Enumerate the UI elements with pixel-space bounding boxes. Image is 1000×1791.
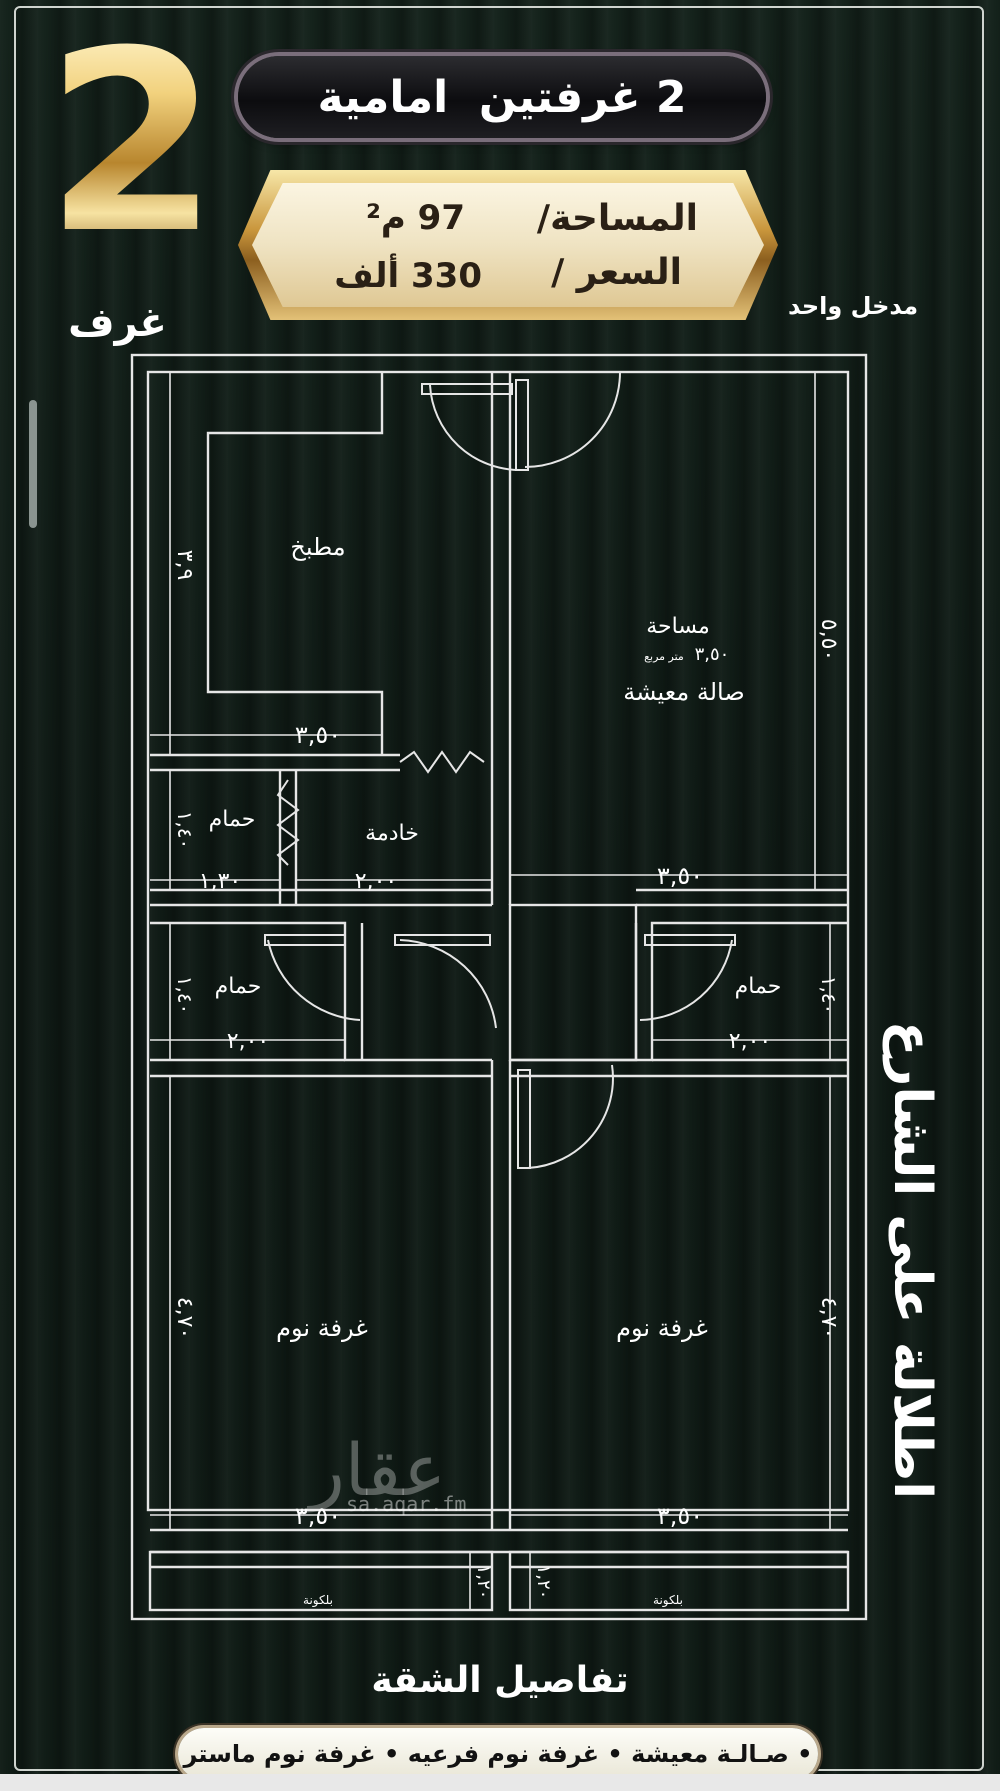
plan-walls	[130, 353, 868, 1621]
entrance-note: مدخل واحد	[788, 292, 919, 320]
kitchen-width: ٣,٥٠	[295, 721, 341, 749]
living-width: ٣,٥٠	[657, 862, 703, 890]
right-balcony-label: بلكونة	[653, 1593, 683, 1608]
living-height: ٥,٥٠	[816, 619, 841, 661]
left-bath-label: حمام	[215, 974, 262, 999]
kitchen-label: مطبخ	[290, 533, 345, 561]
left-bed-height: ٤,٧٠	[172, 1297, 197, 1339]
service-bath-height: ١,٤٠	[173, 811, 197, 850]
plan-doors	[264, 371, 736, 1169]
watermark-url: sa.aqar.fm	[346, 1492, 467, 1516]
area-value: 97 م²	[366, 198, 465, 238]
kitchen-height: ٣,٩	[172, 550, 197, 581]
right-balcony-depth: ١,٢٠	[533, 1565, 554, 1600]
living-area-label: مساحة	[646, 614, 710, 639]
big-number-two: 2	[45, 0, 219, 288]
living-area-value: ٣,٥٠	[695, 644, 730, 665]
details-title: تفاصيل الشقة	[371, 1660, 629, 1701]
left-bath-height: ١,٤٠	[173, 976, 197, 1015]
features-text: • صـالـة معيشة • غرفة نوم فرعيه • غرفة ن…	[183, 1740, 813, 1768]
right-bath-label: حمام	[735, 974, 782, 999]
left-bedroom-label: غرفة نوم	[276, 1314, 368, 1342]
service-bath-width: ١,٣٠	[199, 869, 241, 894]
scrollbar-thumb[interactable]	[29, 400, 37, 528]
area-label: المساحة/	[536, 198, 698, 239]
left-balcony-label: بلكونة	[303, 1593, 333, 1608]
living-room-label: صالة معيشة	[623, 678, 744, 706]
info-plate-inner	[252, 183, 764, 307]
right-bath-height: ١,٤٠	[817, 976, 841, 1015]
features-banner: • صـالـة معيشة • غرفة نوم فرعيه • غرفة ن…	[178, 1728, 818, 1780]
dimension-lines	[150, 372, 848, 1610]
right-bath-width: ٢,٠٠	[729, 1029, 771, 1054]
right-bed-width: ٣,٥٠	[657, 1502, 703, 1530]
service-bath-label: حمام	[209, 807, 256, 832]
maid-width: ٢,٠٠	[355, 869, 397, 894]
watermark-brand: عقار	[310, 1428, 447, 1512]
bottom-strip	[0, 1774, 1000, 1791]
price-label: السعر /	[551, 252, 682, 293]
rooms-word: غرف	[68, 300, 167, 346]
street-view-label: اطلالة على الشارع	[882, 1020, 942, 1500]
title-text: 2 غرفتين امامية	[317, 71, 687, 123]
price-value: 330 ألف	[334, 256, 482, 296]
living-area-unit: متر مربع	[644, 650, 684, 663]
right-bed-height: ٤,٧٠	[816, 1297, 841, 1339]
left-bed-width: ٣,٥٠	[295, 1502, 341, 1530]
left-balcony-depth: ١,٢٠	[473, 1565, 494, 1600]
title-banner: 2 غرفتين امامية	[238, 56, 766, 138]
right-bedroom-label: غرفة نوم	[616, 1314, 708, 1342]
left-bath-width: ٢,٠٠	[227, 1029, 269, 1054]
maid-room-label: خادمة	[365, 821, 419, 846]
